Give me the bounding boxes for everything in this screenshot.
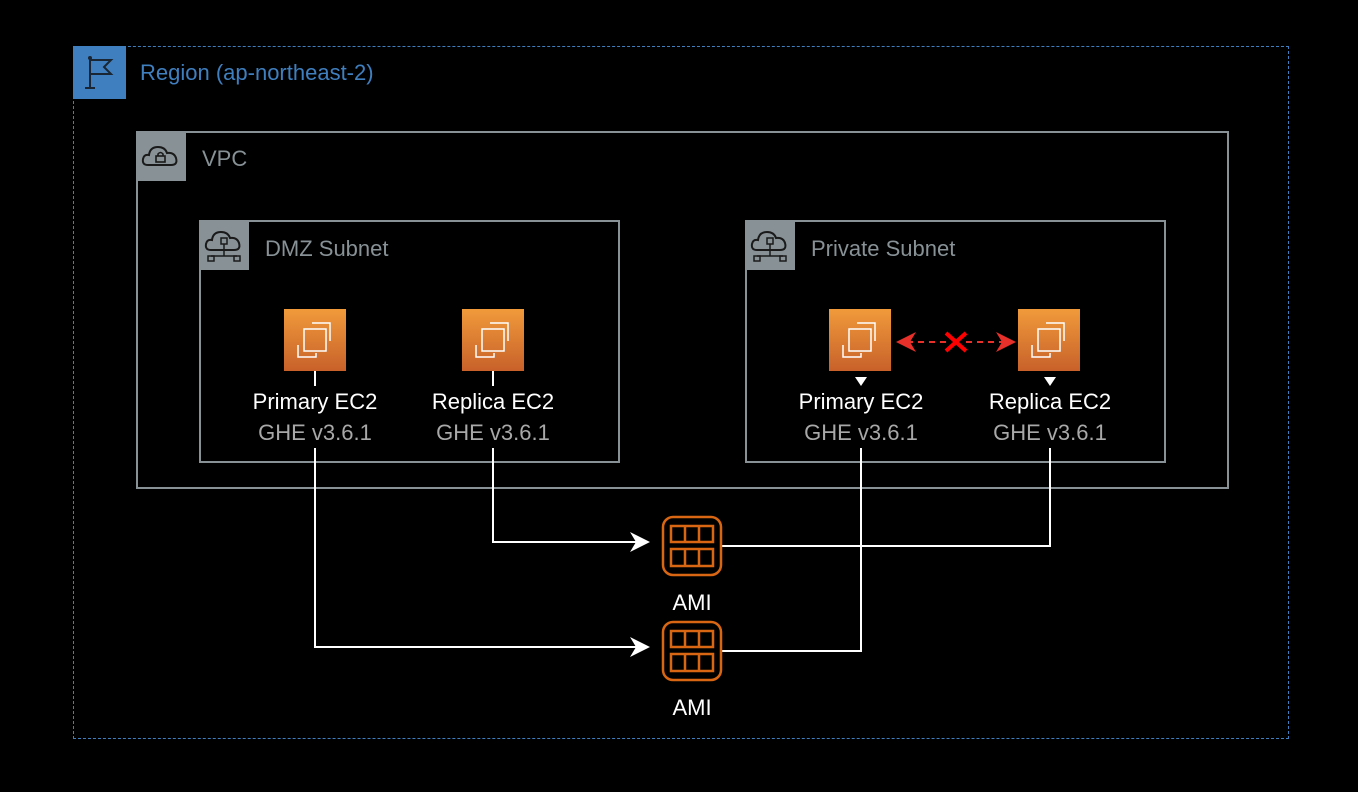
vpc-boundary — [136, 131, 1229, 489]
region-title: Region (ap-northeast-2) — [140, 60, 374, 85]
ec2-icon[interactable] — [829, 309, 891, 371]
dmz-replica-label: Replica EC2 — [431, 389, 555, 414]
dmz-subnet-icon — [199, 220, 249, 270]
vpc-cloud-lock-icon — [136, 131, 186, 181]
blocked-x-icon — [944, 331, 968, 353]
ec2-icon[interactable] — [1018, 309, 1080, 371]
vpc-title: VPC — [202, 146, 248, 171]
region-flag-icon — [73, 46, 126, 99]
private-primary-version: GHE v3.6.1 — [804, 420, 918, 445]
connector-ami-1-to-private-replica — [722, 448, 1051, 547]
ami-icon[interactable] — [661, 620, 723, 687]
dmz-subnet-boundary — [199, 220, 620, 463]
private-subnet-title: Private Subnet — [811, 236, 956, 261]
arrowhead-private-replica — [1044, 377, 1056, 386]
connector-ami-2-to-private-primary — [722, 448, 862, 652]
dmz-subnet-title: DMZ Subnet — [265, 236, 389, 261]
private-replica-label: Replica EC2 — [988, 389, 1112, 414]
connector-dmz-replica-to-ami-1 — [492, 448, 650, 552]
region-boundary — [73, 46, 1289, 739]
dmz-primary-version: GHE v3.6.1 — [258, 420, 372, 445]
connector-dmz-primary-to-ami-2 — [314, 448, 650, 657]
arrowhead-private-primary — [855, 377, 867, 386]
ami-label: AMI — [672, 590, 712, 615]
ami-icon[interactable] — [661, 515, 723, 582]
ec2-icon[interactable] — [284, 309, 346, 371]
dmz-replica-version: GHE v3.6.1 — [436, 420, 550, 445]
private-subnet-boundary — [745, 220, 1166, 463]
ec2-icon[interactable] — [462, 309, 524, 371]
private-replica-version: GHE v3.6.1 — [993, 420, 1107, 445]
private-subnet-icon — [745, 220, 795, 270]
dmz-primary-label: Primary EC2 — [252, 389, 378, 414]
ami-label: AMI — [672, 695, 712, 720]
private-primary-label: Primary EC2 — [798, 389, 924, 414]
